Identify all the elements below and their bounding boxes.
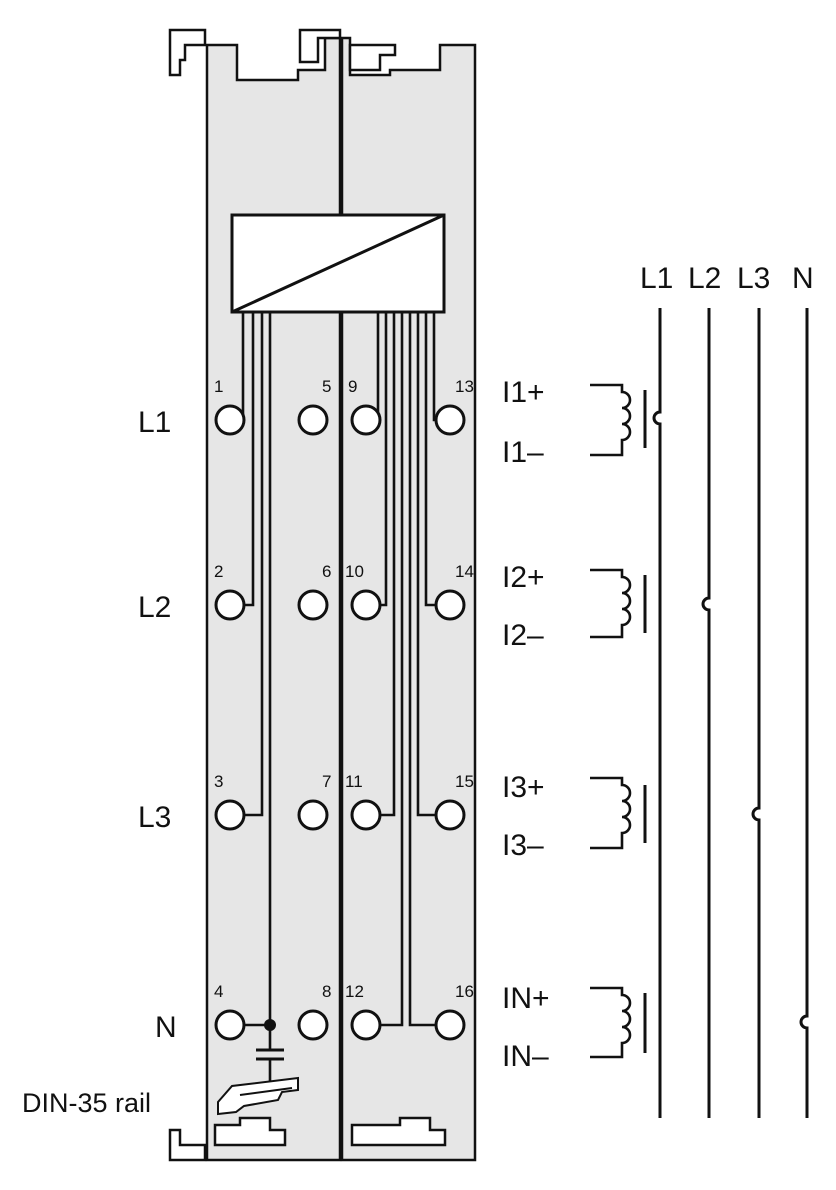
current-label-i1-minus: I1– xyxy=(502,436,544,469)
current-label-in-minus: IN– xyxy=(502,1040,549,1073)
terminal-number-4: 4 xyxy=(214,982,223,1001)
terminal-number-8: 8 xyxy=(322,982,331,1001)
terminal-number-1: 1 xyxy=(214,377,223,396)
terminal-14[interactable] xyxy=(434,589,466,621)
terminal-13[interactable] xyxy=(434,404,466,436)
top-clip-mid-2 xyxy=(348,43,397,72)
bottom-clip-mid xyxy=(213,1116,287,1147)
current-label-i2-plus: I2+ xyxy=(502,561,545,594)
current-label-i3-minus: I3– xyxy=(502,829,544,862)
terminal-15[interactable] xyxy=(434,799,466,831)
terminal-number-6: 6 xyxy=(322,562,331,581)
row-label-l2: L2 xyxy=(138,591,171,624)
terminal-6[interactable] xyxy=(297,589,329,621)
terminal-16[interactable] xyxy=(434,1009,466,1041)
current-transformer-2 xyxy=(590,568,647,639)
terminal-9[interactable] xyxy=(350,404,382,436)
bus-line-l3 xyxy=(751,308,761,1118)
current-transformer-3 xyxy=(590,776,647,850)
bus-line-l2 xyxy=(701,308,711,1118)
top-clip-left xyxy=(168,28,207,77)
bus-label-l1: L1 xyxy=(640,262,673,295)
terminal-number-13: 13 xyxy=(455,377,474,396)
bus-label-n: N xyxy=(792,262,814,295)
bus-lines xyxy=(652,308,809,1118)
bus-label-l3: L3 xyxy=(737,262,770,295)
din-rail-icon xyxy=(217,1076,299,1116)
terminal-numbers: 1 2 3 4 5 6 7 8 9 10 11 12 13 14 15 16 xyxy=(214,377,474,1001)
terminal-number-10: 10 xyxy=(345,562,364,581)
terminal-number-14: 14 xyxy=(455,562,474,581)
terminal-number-2: 2 xyxy=(214,562,223,581)
current-label-i2-minus: I2– xyxy=(502,619,544,652)
terminal-12[interactable] xyxy=(350,1009,382,1041)
row-label-n: N xyxy=(155,1011,177,1044)
din-rail-label: DIN-35 rail xyxy=(22,1088,151,1118)
current-label-in-plus: IN+ xyxy=(502,982,550,1015)
terminal-4[interactable] xyxy=(214,1009,246,1041)
terminal-5[interactable] xyxy=(297,404,329,436)
converter-diagonal xyxy=(231,213,445,314)
bottom-clip-left xyxy=(168,1128,207,1162)
current-label-i1-plus: I1+ xyxy=(502,376,545,409)
terminal-number-7: 7 xyxy=(322,772,331,791)
terminal-10[interactable] xyxy=(350,589,382,621)
terminal-number-12: 12 xyxy=(345,982,364,1001)
bottom-clip-right xyxy=(350,1116,447,1147)
bus-line-n xyxy=(799,308,809,1118)
terminal-number-15: 15 xyxy=(455,772,474,791)
bus-label-l2: L2 xyxy=(688,262,721,295)
row-label-l3: L3 xyxy=(138,801,171,834)
bus-line-l1 xyxy=(652,308,662,1118)
terminal-number-5: 5 xyxy=(322,377,331,396)
terminal-8[interactable] xyxy=(297,1009,329,1041)
current-transformer-1 xyxy=(590,383,647,457)
terminal-1[interactable] xyxy=(214,404,246,436)
terminal-7[interactable] xyxy=(297,799,329,831)
terminal-3[interactable] xyxy=(214,799,246,831)
terminal-number-16: 16 xyxy=(455,982,474,1001)
current-transformer-n xyxy=(590,986,647,1059)
current-label-i3-plus: I3+ xyxy=(502,771,545,804)
terminal-2[interactable] xyxy=(214,589,246,621)
row-label-l1: L1 xyxy=(138,406,171,439)
terminal-number-11: 11 xyxy=(345,772,363,791)
terminal-number-3: 3 xyxy=(214,772,223,791)
terminals xyxy=(214,404,466,1041)
terminal-number-9: 9 xyxy=(348,377,357,396)
module-body-left xyxy=(205,36,342,1162)
terminal-11[interactable] xyxy=(350,799,382,831)
top-clip-mid xyxy=(298,28,342,64)
